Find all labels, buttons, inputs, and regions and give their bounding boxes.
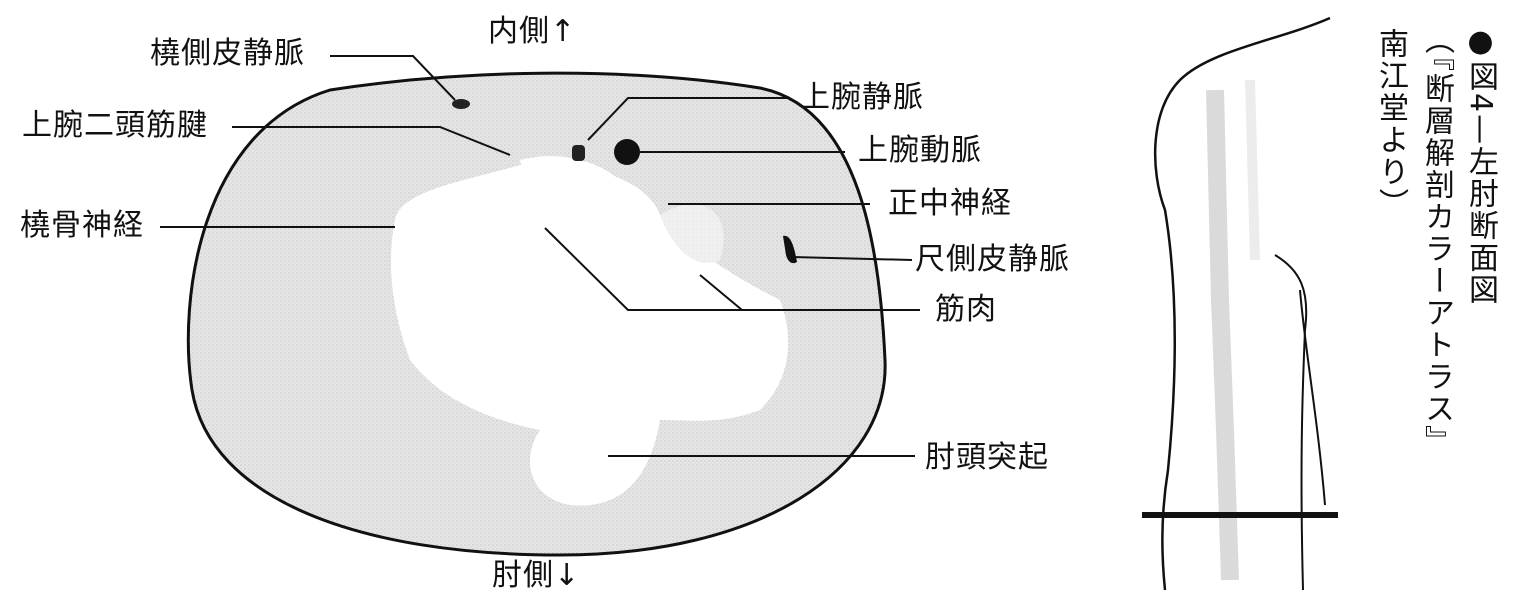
brachial-artery-label: 上腕動脈: [858, 133, 982, 168]
olecranon-label: 肘頭突起: [925, 440, 1049, 475]
brachial-artery-dot: [614, 139, 640, 165]
median-nerve-label: 正中神経: [888, 186, 1012, 221]
arm-side-view: [1142, 16, 1338, 591]
radial-nerve-label: 橈骨神経: [20, 208, 144, 243]
caption-source-line1: （『断層解剖カラーアトラス』: [1419, 24, 1454, 457]
caption-bullet: ●: [1463, 24, 1498, 61]
basilic-vein-label: 尺側皮静脈: [915, 242, 1070, 277]
muscle-label: 筋肉: [935, 292, 997, 327]
medial-orientation-label: 内側↑: [488, 14, 577, 49]
brachial-vein-dot: [572, 145, 585, 161]
cephalic-vein-label: 橈側皮静脈: [150, 36, 305, 71]
leader-lines: [160, 55, 920, 457]
muscle-bone-region: [390, 156, 789, 506]
caption-title: ●図4—左肘断面図: [1462, 24, 1498, 306]
biceps-tendon-label: 上腕二頭筋腱: [22, 108, 208, 143]
elbow-orientation-label: 肘側↓: [492, 558, 581, 593]
brachial-vein-label: 上腕静脈: [800, 80, 924, 115]
cephalic-vein-dot: [452, 99, 470, 109]
caption-title-text: 図4—左肘断面図: [1463, 61, 1498, 307]
caption-source-line2: 南江堂より）: [1373, 28, 1408, 220]
